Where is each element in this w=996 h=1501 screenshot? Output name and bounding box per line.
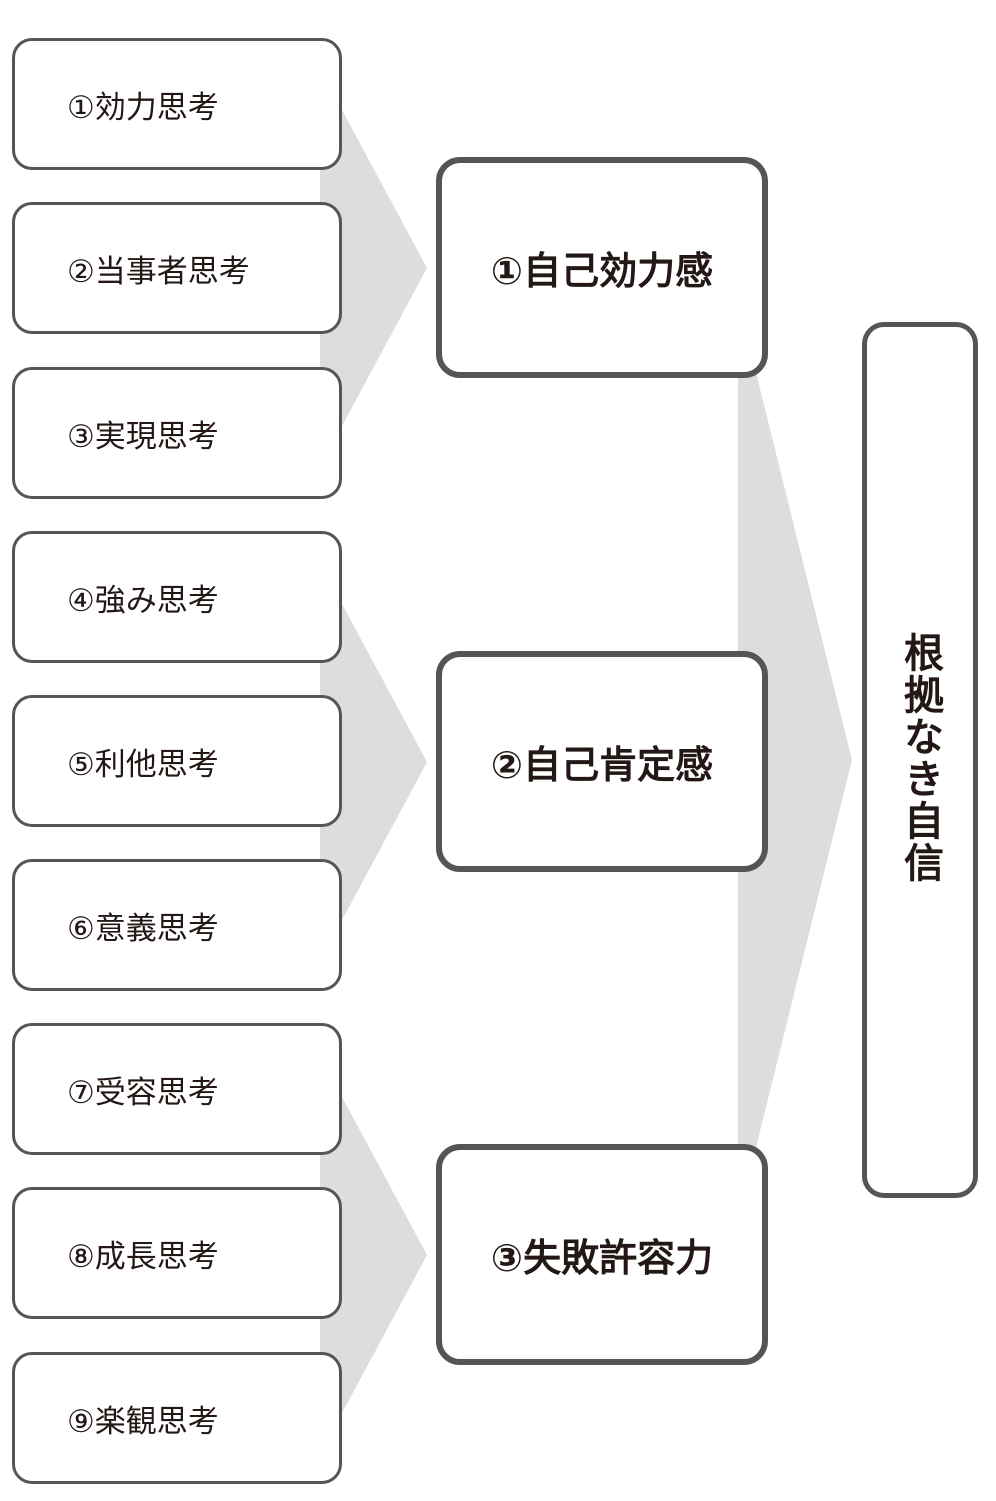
thinking-box-1: ①効力思考 bbox=[12, 38, 342, 170]
thinking-label: ①効力思考 bbox=[67, 89, 219, 126]
outcome-label: ③失敗許容力 bbox=[490, 1236, 714, 1280]
thinking-label: ⑥意義思考 bbox=[67, 910, 219, 947]
arrow-group-2 bbox=[320, 563, 427, 961]
result-box: 根拠なき自信 bbox=[862, 322, 978, 1198]
arrow-group-1 bbox=[320, 69, 427, 467]
thinking-label: ②当事者思考 bbox=[67, 253, 250, 290]
thinking-box-4: ④強み思考 bbox=[12, 531, 342, 663]
outcome-box-1: ①自己効力感 bbox=[436, 157, 768, 378]
arrow-group-3 bbox=[320, 1056, 427, 1454]
thinking-label: ⑦受容思考 bbox=[67, 1074, 219, 1111]
thinking-box-6: ⑥意義思考 bbox=[12, 859, 342, 991]
thinking-label: ⑤利他思考 bbox=[67, 746, 219, 783]
thinking-box-3: ③実現思考 bbox=[12, 367, 342, 499]
thinking-box-7: ⑦受容思考 bbox=[12, 1023, 342, 1155]
arrow-to-result bbox=[738, 300, 852, 1220]
thinking-label: ③実現思考 bbox=[67, 418, 219, 455]
thinking-box-9: ⑨楽観思考 bbox=[12, 1352, 342, 1484]
outcome-box-3: ③失敗許容力 bbox=[436, 1144, 768, 1365]
thinking-box-5: ⑤利他思考 bbox=[12, 695, 342, 827]
thinking-label: ⑧成長思考 bbox=[67, 1238, 219, 1275]
thinking-box-8: ⑧成長思考 bbox=[12, 1187, 342, 1319]
outcome-label: ①自己効力感 bbox=[490, 249, 714, 293]
outcome-label: ②自己肯定感 bbox=[490, 743, 714, 787]
outcome-box-2: ②自己肯定感 bbox=[436, 651, 768, 872]
result-label: 根拠なき自信 bbox=[897, 632, 943, 884]
thinking-label: ⑨楽観思考 bbox=[67, 1403, 219, 1440]
thinking-label: ④強み思考 bbox=[67, 582, 219, 619]
thinking-box-2: ②当事者思考 bbox=[12, 202, 342, 334]
